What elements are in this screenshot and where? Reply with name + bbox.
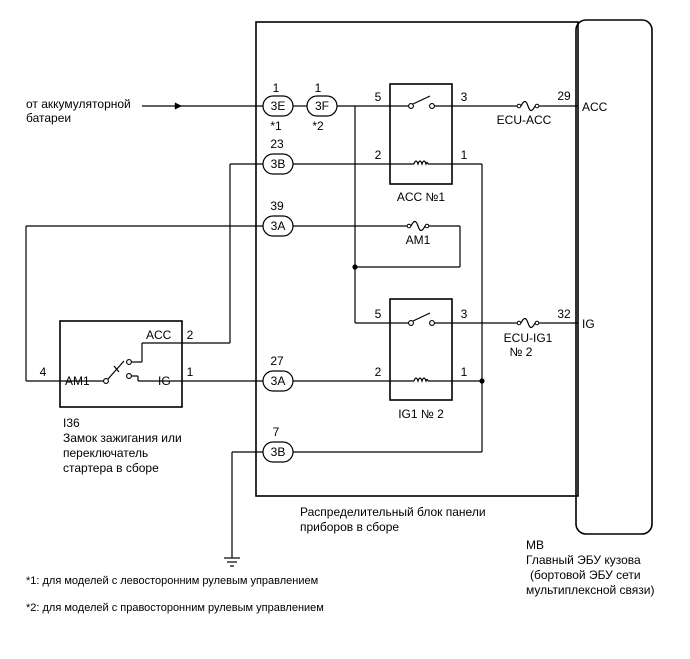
relay-acc-pin-1: 1 xyxy=(461,148,468,162)
junction-block-outline xyxy=(255,21,579,497)
connector-3b-bottom-label: 3B xyxy=(271,445,286,459)
relay-ig1-pin-2: 2 xyxy=(375,365,382,379)
switch-code: I36 xyxy=(63,416,80,430)
relay-acc: 5 3 2 1 ACC №1 xyxy=(375,83,468,204)
switch-terminal-am1: AM1 xyxy=(65,374,90,388)
switch-name-line-1: Замок зажигания или xyxy=(63,431,182,445)
ground-symbol xyxy=(224,557,240,567)
relay-ig1-contact-right xyxy=(429,320,435,326)
ignition-switch: AM1 ACC IG 4 2 1 xyxy=(40,320,194,408)
ecu-pin-ig-label: IG xyxy=(582,317,595,331)
relay-acc-pin-5: 5 xyxy=(375,90,382,104)
relay-ig1-pin-3: 3 xyxy=(461,307,468,321)
connector-3b-top-label: 3B xyxy=(271,157,286,171)
junction-block-label-line-2: приборов в сборе xyxy=(300,520,399,534)
fuse-ecu-ig1: ECU-IG1 № 2 xyxy=(504,317,553,359)
main-ecu-name-line-3: мультиплексной связи) xyxy=(526,583,654,597)
connector-3f-pin: 1 xyxy=(315,81,322,95)
relay-ig1-pin-5: 5 xyxy=(375,307,382,321)
main-ecu-name-line-1: Главный ЭБУ кузова xyxy=(526,553,641,567)
relay-ig1-contact-left xyxy=(408,320,414,326)
relay-ig1-name: IG1 № 2 xyxy=(398,407,444,421)
switch-pin-4: 4 xyxy=(40,365,47,379)
connector-3a-top-label: 3A xyxy=(271,219,286,233)
fuse-ecu-acc: ECU-ACC xyxy=(497,100,552,127)
wires xyxy=(25,102,578,558)
fuse-am1: AM1 xyxy=(402,220,432,247)
switch-contact-acc xyxy=(126,359,132,365)
switch-pin-1: 1 xyxy=(187,365,194,379)
fuse-ecu-ig1-label-no: № 2 xyxy=(510,345,533,359)
connector-3b-top: 3B 23 xyxy=(262,137,294,175)
main-ecu-outline xyxy=(575,19,653,535)
switch-lever xyxy=(107,360,125,380)
fuse-ecu-acc-label: ECU-ACC xyxy=(497,113,552,127)
switch-name-line-3: стартера в сборе xyxy=(63,461,159,475)
fuse-ecu-ig1-label: ECU-IG1 xyxy=(504,331,553,345)
footnote-2: *2: для моделей с правосторонним рулевым… xyxy=(26,602,324,614)
ecu-pin-acc-label: ACC xyxy=(582,100,608,114)
switch-terminal-ig: IG xyxy=(158,374,171,388)
relay-acc-pin-3: 3 xyxy=(461,90,468,104)
connector-3b-bottom-pin: 7 xyxy=(273,425,280,439)
connector-3a-mid-label: 3A xyxy=(271,374,286,388)
connector-3e-note: *1 xyxy=(270,119,282,133)
switch-pivot xyxy=(103,378,109,384)
footnote-1: *1: для моделей с левосторонним рулевым … xyxy=(26,575,318,587)
main-ecu-name-line-2: (бортовой ЭБУ сети xyxy=(530,568,641,582)
switch-contact-ig xyxy=(126,373,132,379)
junction-block-label-line-1: Распределительный блок панели xyxy=(300,505,486,519)
relay-ig1-coil xyxy=(413,377,429,383)
connector-3e: 3E 1 *1 xyxy=(262,81,294,133)
source-label-line-1: от аккумуляторной xyxy=(26,97,131,111)
relay-acc-name: ACC №1 xyxy=(397,190,446,204)
connector-3a-top: 3A 39 xyxy=(262,199,294,237)
ecu-pin-32: 32 xyxy=(557,307,571,321)
switch-lever-mark xyxy=(113,365,120,373)
connector-3b-top-pin: 23 xyxy=(270,137,284,151)
relay-acc-contact-left xyxy=(408,103,414,109)
connector-3b-bottom: 3B 7 xyxy=(262,425,294,463)
relay-acc-pin-2: 2 xyxy=(375,148,382,162)
relay-acc-coil xyxy=(413,160,429,166)
connector-3f-label: 3F xyxy=(315,99,329,113)
switch-terminal-acc: ACC xyxy=(146,328,172,342)
source-label-line-2: батареи xyxy=(26,111,71,125)
switch-pin-2: 2 xyxy=(187,328,194,342)
relay-acc-contact-right xyxy=(429,103,435,109)
connector-3a-top-pin: 39 xyxy=(270,199,284,213)
connector-3f: 3F 1 *2 xyxy=(306,81,338,133)
connector-3e-pin: 1 xyxy=(273,81,280,95)
relay-ig1-pin-1: 1 xyxy=(461,365,468,379)
ecu-pin-29: 29 xyxy=(557,89,571,103)
connector-3a-mid-pin: 27 xyxy=(270,354,284,368)
junction-dot-am1 xyxy=(352,264,358,270)
connector-3e-label: 3E xyxy=(271,99,286,113)
fuse-am1-label: AM1 xyxy=(406,233,431,247)
relay-ig1: 5 3 2 1 IG1 № 2 xyxy=(375,298,468,421)
switch-name-line-2: переключатель xyxy=(63,446,148,460)
connector-3a-mid: 3A 27 xyxy=(262,354,294,392)
main-ecu-code: MB xyxy=(526,538,544,552)
junction-dot-ground xyxy=(479,378,485,384)
connector-3f-note: *2 xyxy=(312,119,324,133)
